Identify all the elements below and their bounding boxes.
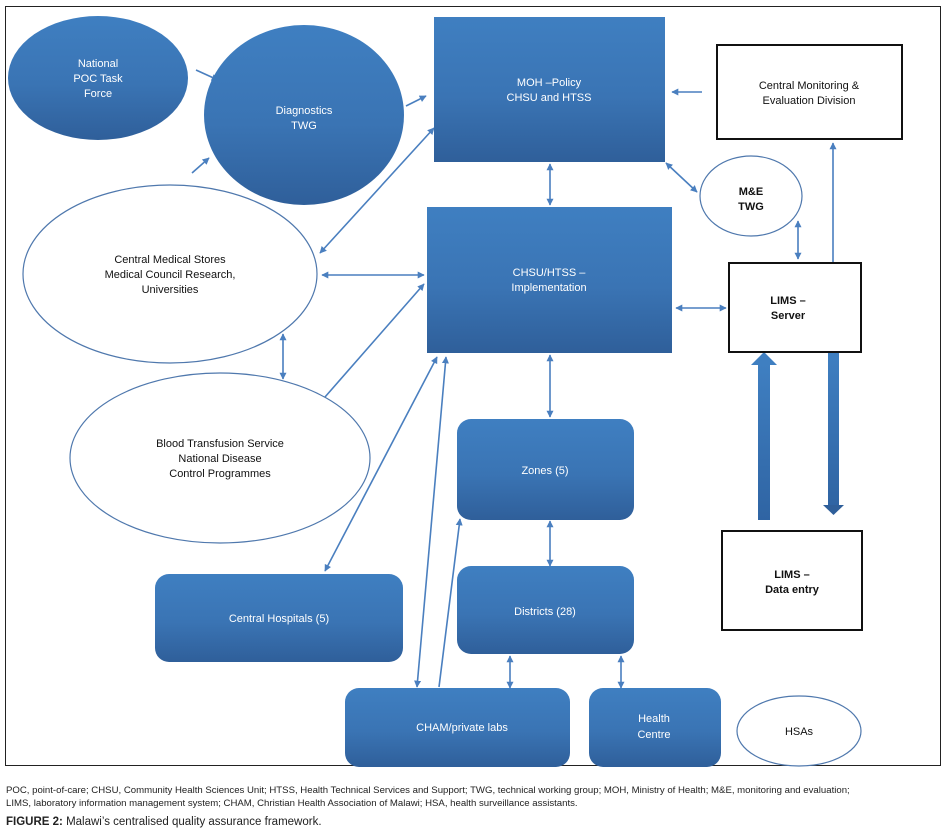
arrow-stores-to-diagnostics	[191, 157, 210, 174]
block-arrow-data-entry-to-server	[751, 352, 777, 520]
svg-text:LIMS –Server: LIMS –Server	[770, 295, 806, 322]
node-districts[interactable]: Districts (28)	[457, 566, 634, 654]
node-chsu-implementation[interactable]: CHSU/HTSS –Implementation	[427, 207, 672, 353]
arrow-cham-to-implementation	[414, 356, 449, 688]
svg-text:HSAs: HSAs	[785, 726, 814, 738]
abbreviations-legend: POC, point-of-care; CHSU, Community Heal…	[6, 784, 946, 810]
node-zones[interactable]: Zones (5)	[457, 419, 634, 520]
svg-text:CHAM/private labs: CHAM/private labs	[416, 722, 508, 734]
node-hsas[interactable]: HSAs	[736, 695, 862, 767]
arrow-cham-to-zones	[438, 518, 463, 688]
figure-label: FIGURE 2:	[6, 816, 63, 828]
svg-text:Districts (28): Districts (28)	[514, 606, 576, 618]
arrow-moh-me-twg	[665, 162, 698, 193]
svg-text:CHSU/HTSS –Implementation: CHSU/HTSS –Implementation	[511, 267, 586, 294]
node-central-hospitals[interactable]: Central Hospitals (5)	[155, 574, 403, 662]
node-cham-private-labs[interactable]: CHAM/private labs	[345, 688, 570, 767]
figure-caption-text: Malawi’s centralised quality assurance f…	[62, 816, 322, 828]
arrow-blood-to-implementation	[324, 283, 425, 398]
node-lims-server[interactable]: LIMS –Server	[728, 262, 862, 353]
svg-text:Central Monitoring &Evaluation: Central Monitoring &Evaluation Division	[759, 80, 860, 107]
node-lims-data-entry[interactable]: LIMS –Data entry	[721, 530, 863, 631]
arrow-moh-stores	[319, 127, 435, 254]
figure-caption: FIGURE 2: Malawi’s centralised quality a…	[6, 816, 322, 828]
block-arrow-server-to-data-entry	[823, 352, 844, 515]
svg-text:Central Hospitals (5): Central Hospitals (5)	[229, 613, 329, 625]
arrow-diagnostics-to-moh	[405, 95, 427, 107]
svg-text:LIMS –Data entry: LIMS –Data entry	[765, 569, 820, 596]
svg-text:Zones (5): Zones (5)	[521, 465, 568, 477]
legend-line-1: POC, point-of-care; CHSU, Community Heal…	[6, 785, 850, 796]
node-central-me-division[interactable]: Central Monitoring &Evaluation Division	[716, 44, 903, 140]
legend-line-2: LIMS, laboratory information management …	[6, 798, 578, 809]
